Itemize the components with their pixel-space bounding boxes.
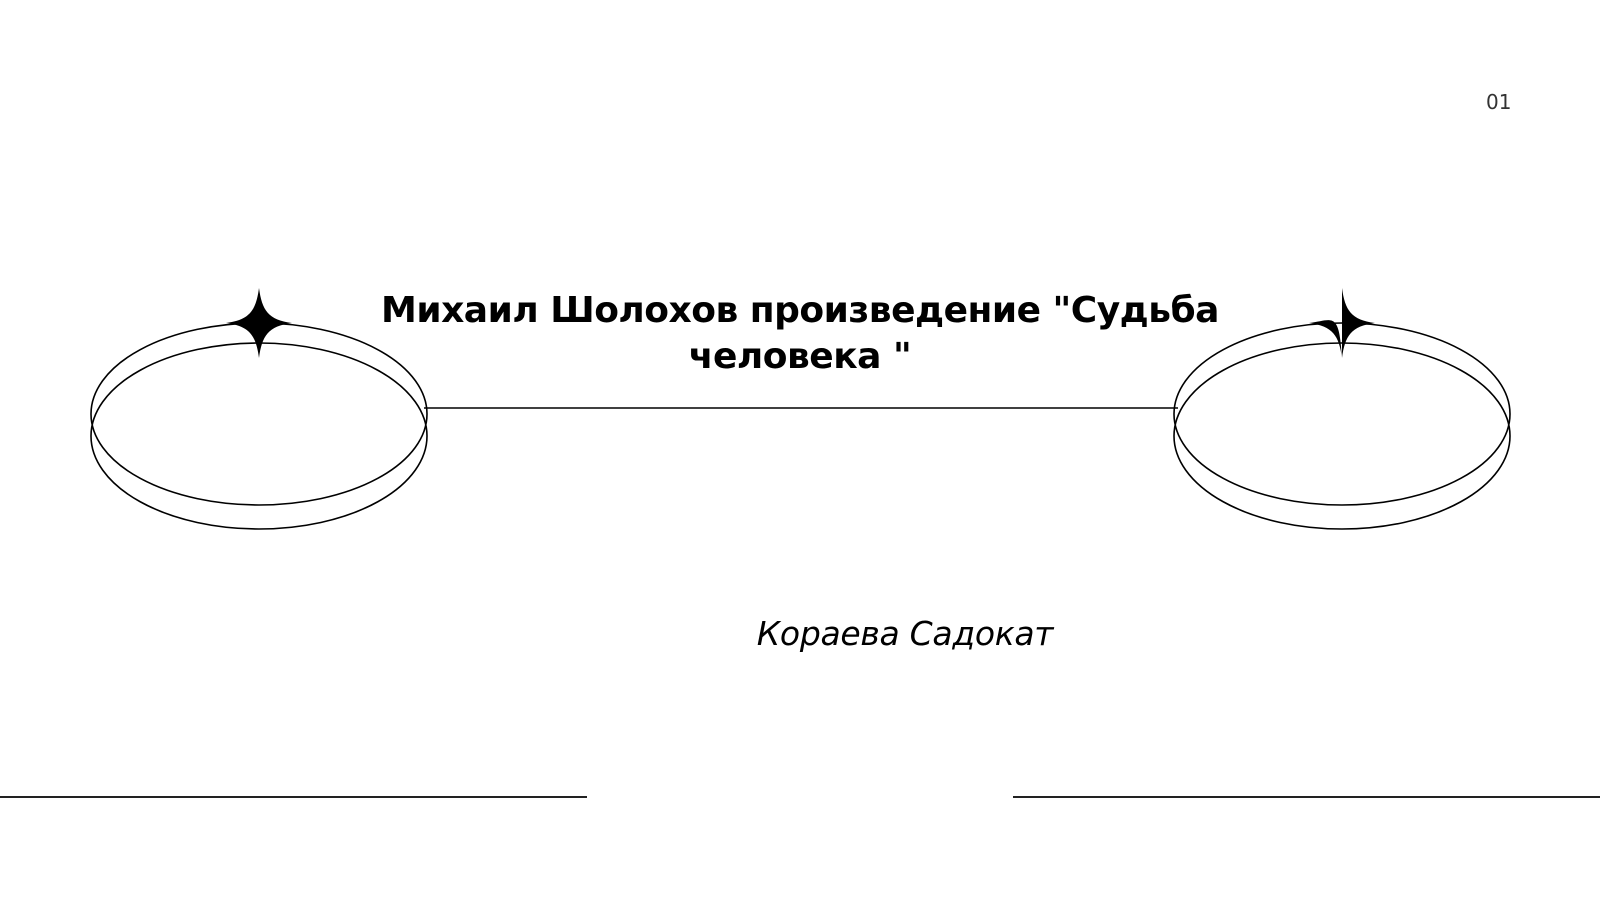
page-number: 01	[1486, 90, 1512, 114]
right-sparkle-icon	[1309, 288, 1375, 358]
left-sparkle-icon	[226, 288, 292, 358]
slide-title: Михаил Шолохов произведение "Судьба чело…	[381, 290, 1219, 377]
author-name: Кораева Садокат	[756, 614, 1054, 653]
